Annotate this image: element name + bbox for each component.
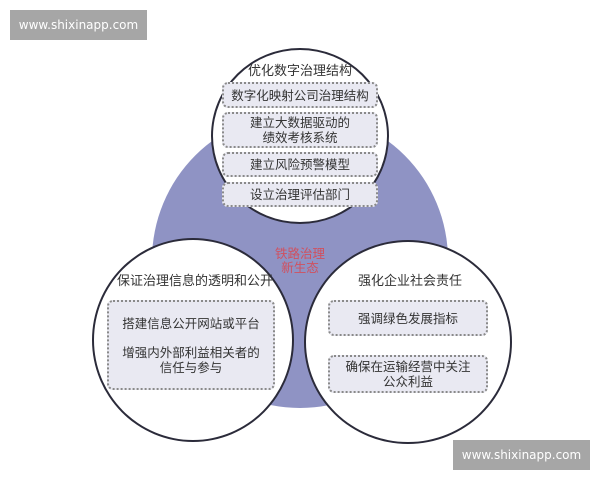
- center-line: 新生态: [281, 260, 319, 275]
- right-item: 强调绿色发展指标: [328, 300, 488, 336]
- right-item: 确保在运输经营中关注公众利益: [328, 355, 488, 393]
- watermark: www.shixinapp.com: [10, 10, 147, 40]
- top-item: 数字化映射公司治理结构: [222, 82, 378, 108]
- item-text: 数字化映射公司治理结构: [231, 87, 369, 103]
- top-item: 建立大数据驱动的绩效考核系统: [222, 112, 378, 148]
- item-text: 确保在运输经营中关注: [345, 359, 471, 374]
- top-item: 设立治理评估部门: [222, 182, 378, 207]
- item-text: 绩效考核系统: [262, 130, 338, 145]
- item-text: 建立风险预警模型: [249, 157, 350, 172]
- left-title: 保证治理信息的透明和公开: [116, 274, 273, 289]
- item-text: 公众利益: [382, 374, 433, 389]
- left-items: 搭建信息公开网站或平台 增强内外部利益相关者的 信任与参与: [107, 300, 275, 390]
- right-circle: [304, 240, 512, 444]
- top-item: 建立风险预警模型: [222, 152, 378, 177]
- item-text: 设立治理评估部门: [249, 187, 350, 202]
- item-text: 信任与参与: [159, 359, 223, 375]
- item-text: 搭建信息公开网站或平台: [122, 315, 260, 331]
- center-line: 铁路治理: [274, 246, 325, 261]
- item-text: 强调绿色发展指标: [357, 310, 458, 326]
- watermark: www.shixinapp.com: [453, 440, 590, 470]
- item-text: 建立大数据驱动的: [249, 115, 350, 130]
- top-title: 优化数字治理结构: [247, 64, 352, 79]
- right-title: 强化企业社会责任: [357, 274, 462, 289]
- item-text: 增强内外部利益相关者的: [122, 344, 260, 360]
- center-label: 铁路治理新生态: [270, 247, 330, 275]
